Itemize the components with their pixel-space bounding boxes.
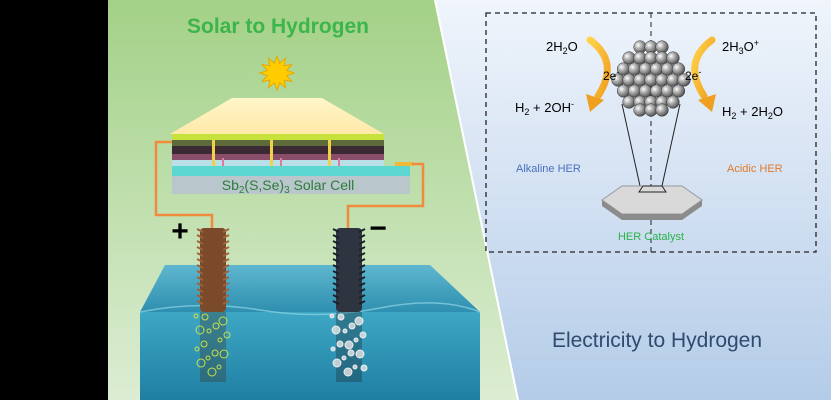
acidic-label: Acidic HER — [727, 163, 783, 175]
light-beam — [170, 98, 384, 134]
alkaline-label: Alkaline HER — [516, 163, 581, 175]
catalyst-plate — [601, 185, 703, 220]
electricity-title: Electricity to Hydrogen — [552, 329, 762, 352]
wire-anode — [154, 140, 214, 228]
acidic-electrons: 2e- — [685, 67, 701, 83]
sun-icon — [258, 54, 296, 92]
cone-line-left — [621, 103, 641, 187]
acidic-arrow-icon — [691, 36, 716, 112]
solar-title: Solar to Hydrogen — [187, 15, 369, 38]
cathode-sign: − — [369, 212, 387, 245]
oxygen-bubbles — [193, 313, 231, 377]
alkaline-products: H2 + 2OH- — [515, 99, 574, 117]
catalyst-cluster — [611, 40, 691, 117]
panel-divider — [434, 0, 519, 400]
hydrogen-bubbles — [329, 313, 368, 377]
electrolyte-tank — [139, 265, 481, 400]
wire-cathode — [346, 162, 425, 228]
cone-line-right — [661, 103, 681, 187]
alkaline-reactant: 2H2O — [546, 39, 578, 56]
alkaline-electrons: 2e- — [603, 67, 619, 83]
solar-cell — [172, 134, 413, 194]
alkaline-arrow-icon — [586, 36, 611, 112]
acidic-products: H2 + 2H2O — [722, 104, 783, 121]
catalyst-label: HER Catalyst — [618, 231, 684, 243]
anode-sign: + — [171, 215, 189, 248]
solar-cell-label: Sb2(S,Se)3 Solar Cell — [222, 177, 355, 196]
acidic-reactant: 2H3O+ — [722, 38, 759, 56]
